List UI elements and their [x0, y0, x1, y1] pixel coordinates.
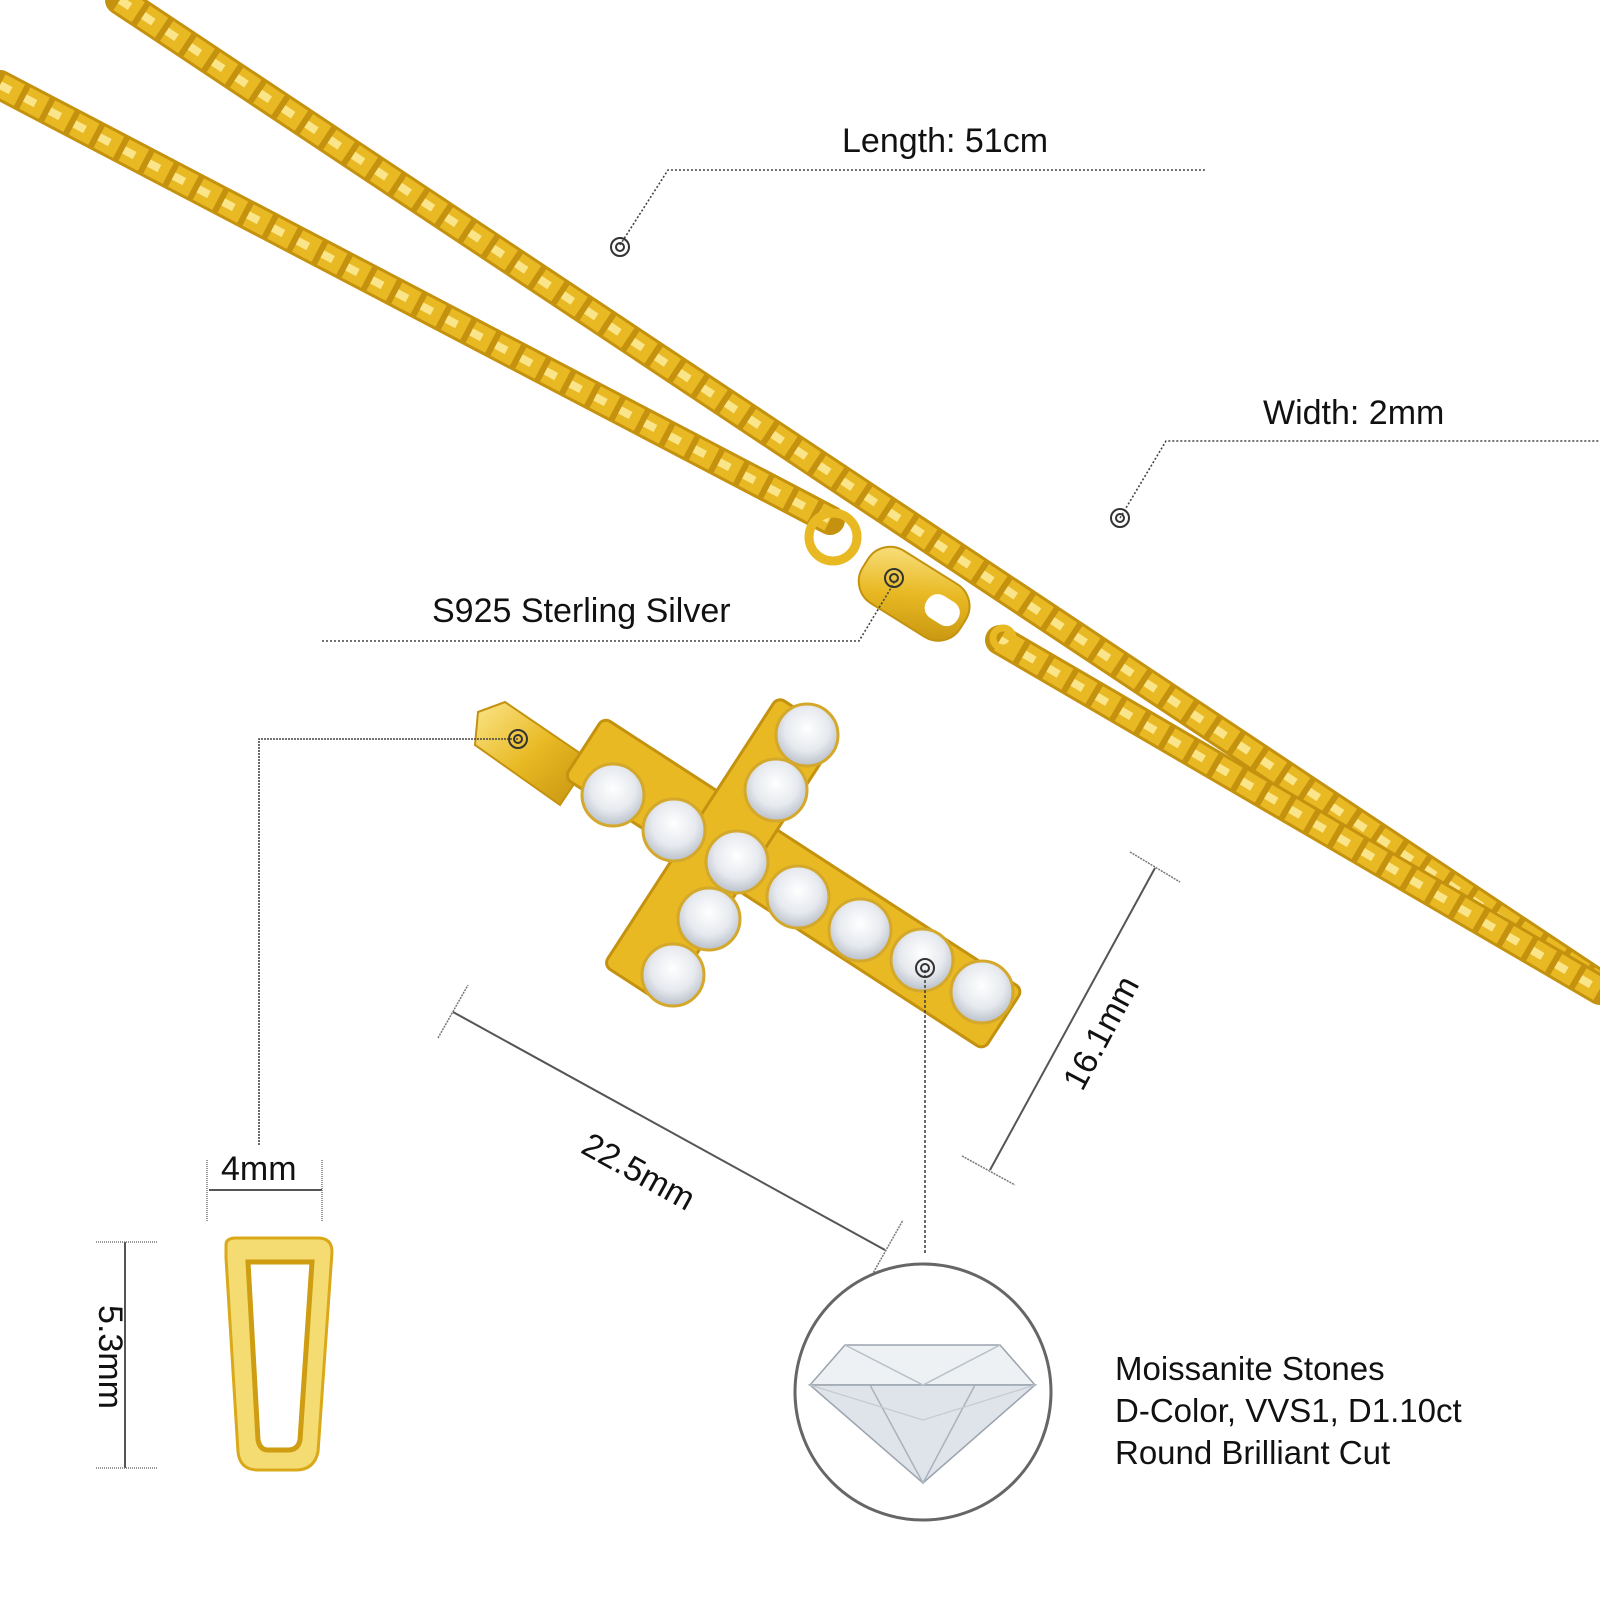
pendant-height-dimension — [961, 851, 1181, 1186]
chain-lower-strand — [0, 70, 1600, 1005]
bail-width-label: 4mm — [221, 1150, 297, 1188]
stone-callout-leader — [915, 958, 935, 1255]
bail-height-label: 5.3mm — [90, 1305, 129, 1409]
stone-spec-type: Moissanite Stones — [1115, 1350, 1385, 1387]
length-label: Length: 51cm — [842, 122, 1049, 160]
bail-detail — [96, 1160, 334, 1472]
length-callout-leader — [610, 169, 1205, 257]
bail-callout-leader — [258, 729, 528, 1145]
stone-spec-grade: D-Color, VVS1, D1.10ct — [1115, 1392, 1462, 1429]
width-label: Width: 2mm — [1263, 394, 1445, 432]
material-callout-leader — [322, 568, 904, 642]
pendant-width-dimension — [437, 984, 904, 1276]
pendant-stones — [580, 702, 1015, 1025]
width-callout-leader — [1110, 440, 1600, 528]
material-label: S925 Sterling Silver — [432, 592, 731, 630]
chain-upper-strand — [105, 0, 1600, 1000]
stone-detail — [793, 1262, 1053, 1522]
lobster-clasp — [804, 508, 1017, 652]
stone-spec-block: Moissanite Stones D-Color, VVS1, D1.10ct… — [1115, 1348, 1462, 1474]
stone-spec-cut: Round Brilliant Cut — [1115, 1434, 1391, 1471]
cross-pendant — [473, 698, 1022, 1049]
